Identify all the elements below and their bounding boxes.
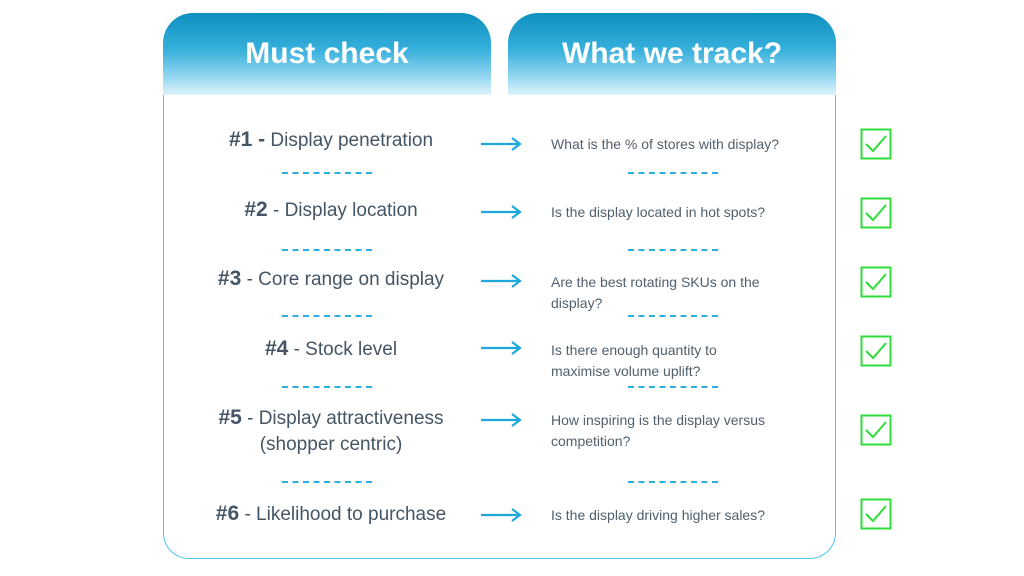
item-number: #4 (264, 337, 289, 360)
track-question-2: Is the display located in hot spots? (551, 204, 766, 220)
checkbox-checked-icon (860, 128, 892, 160)
item-number: #5 (218, 406, 242, 429)
right-arrow-icon (481, 274, 522, 288)
item-label: - Stock level (293, 339, 398, 360)
divider (628, 386, 718, 388)
right-arrow-icon (481, 341, 522, 355)
right-arrow-icon (481, 205, 522, 219)
must-check-item-1: #1 - Display penetration (201, 127, 461, 154)
checkbox-checked-icon (860, 197, 892, 229)
track-question-5: How inspiring is the display versus comp… (551, 412, 765, 449)
item-number: #3 (217, 267, 242, 290)
checkbox-checked-icon (860, 414, 892, 446)
right-arrow-icon (481, 137, 522, 151)
content-panel (163, 95, 836, 559)
checkbox-checked-icon (860, 335, 892, 367)
item-number: #1 - (228, 128, 266, 151)
must-check-item-5: #5 - Display attractiveness (shopper cen… (201, 405, 461, 458)
track-question-6: Is the display driving higher sales? (551, 507, 766, 523)
item-number: #2 (244, 198, 268, 221)
track-question-4: Is there enough quantity to maximise vol… (551, 342, 717, 379)
must-check-item-3: #3 - Core range on display (201, 266, 461, 293)
what-we-track-header: What we track? (508, 13, 836, 95)
item-label: - Likelihood to purchase (244, 504, 447, 525)
divider (282, 249, 372, 251)
must-check-header: Must check (163, 13, 491, 95)
divider (282, 315, 372, 317)
item-label: - Core range on display (246, 269, 445, 290)
item-number: #6 (215, 502, 240, 525)
divider (628, 315, 718, 317)
what-we-track-title: What we track? (561, 37, 783, 70)
checkbox-checked-icon (860, 266, 892, 298)
item-label: - Display location (272, 200, 418, 221)
divider (282, 481, 372, 483)
checkbox-checked-icon (860, 498, 892, 530)
item-label: Display penetration (270, 130, 434, 151)
right-arrow-icon (481, 508, 522, 522)
must-check-title: Must check (245, 37, 409, 70)
must-check-item-6: #6 - Likelihood to purchase (201, 501, 461, 528)
divider (282, 172, 372, 174)
right-arrow-icon (481, 413, 522, 427)
divider (628, 481, 718, 483)
must-check-item-2: #2 - Display location (201, 197, 461, 224)
divider (282, 386, 372, 388)
divider (628, 249, 718, 251)
item-label: - Display attractiveness (shopper centri… (247, 408, 444, 455)
must-check-item-4: #4 - Stock level (201, 336, 461, 363)
track-question-3: Are the best rotating SKUs on the displa… (551, 274, 760, 311)
divider (628, 172, 718, 174)
track-question-1: What is the % of stores with display? (551, 136, 779, 152)
